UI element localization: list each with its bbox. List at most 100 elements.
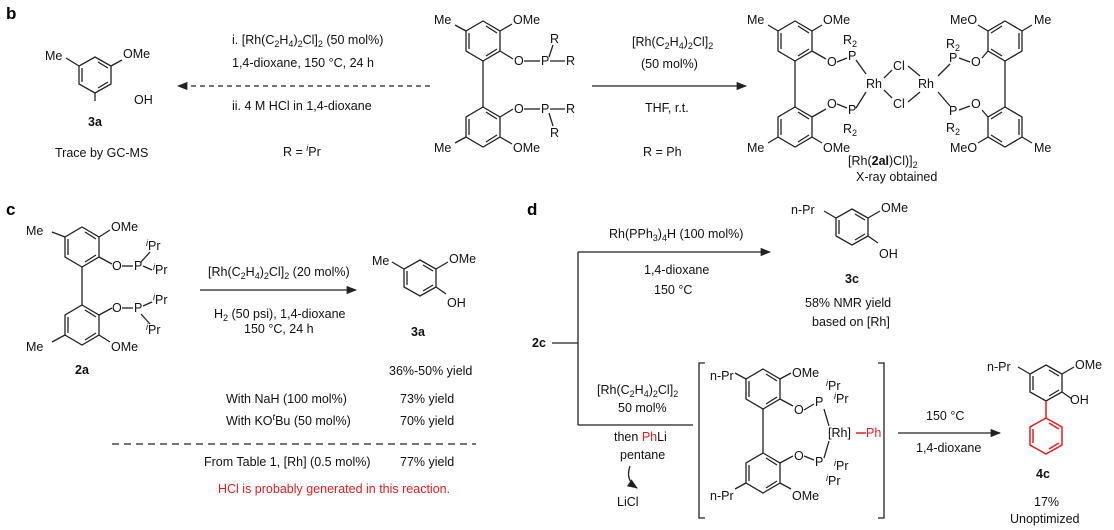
yield-table-value: 77% yield <box>400 455 454 469</box>
methoxy-label: OMe <box>123 47 150 61</box>
oxygen-label: O <box>112 259 122 273</box>
rhodium-label: Rh <box>918 77 934 91</box>
phenyl-label: Ph <box>866 426 881 440</box>
rh-phenyl-intermediate: n-Pr OMe n-Pr OMe O P iPr iPr [Rh] Ph O … <box>710 366 881 503</box>
d-product-4c: n-Pr OMe OH 4c 17% Unoptimized <box>987 358 1102 526</box>
methyl-label: Me <box>1034 13 1051 27</box>
hcl-note: HCl is probably generated in this reacti… <box>218 482 450 496</box>
yield-kotbu-condition: With KOtBu (50 mol%) <box>226 412 351 428</box>
r2-label: R2 <box>843 33 857 49</box>
methyl-label: Me <box>1034 141 1051 155</box>
c-product-3a: Me OMe OH 3a <box>372 252 476 339</box>
d-bottom-reagent-3: then PhLi <box>614 430 667 444</box>
phosphorus-label: P <box>848 49 856 63</box>
methoxy-label: OMe <box>881 201 908 215</box>
right-arrow-conditions-1: [Rh(C2H4)2Cl]2 <box>632 35 713 51</box>
oxygen-label: O <box>827 55 837 69</box>
chloride-label: Cl <box>893 59 905 73</box>
npropyl-label: n-Pr <box>710 369 734 383</box>
rh-dimer-complex: Me OMe Me OMe O O P P R2 R2 Rh Cl Cl Rh … <box>747 13 1051 184</box>
3c-yield: 58% NMR yield <box>805 296 891 310</box>
d-final-conditions-1: 150 °C <box>926 409 964 423</box>
bracket-right <box>878 362 885 519</box>
chloride-label: Cl <box>893 97 905 111</box>
methyl-label: Me <box>747 141 764 155</box>
r-group-label: R <box>550 126 559 140</box>
phosphorus-label: P <box>815 395 823 409</box>
panel-d-label: d <box>527 200 537 219</box>
yield-base: 36%-50% yield <box>389 364 472 378</box>
trace-note: Trace by GC-MS <box>55 146 148 160</box>
npropyl-label: n-Pr <box>987 360 1011 374</box>
phosphorus-label: P <box>815 455 823 469</box>
4c-yield: 17% <box>1034 495 1059 509</box>
methoxy-label: OMe <box>449 252 476 266</box>
oxygen-label: O <box>827 97 837 111</box>
4c-note: Unoptimized <box>1010 512 1080 526</box>
compound-3a-label: 3a <box>88 115 103 129</box>
panel-b-label: b <box>6 4 16 23</box>
rhodium-label: Rh <box>866 77 882 91</box>
compound-3c-label: 3c <box>845 272 859 286</box>
phosphorus-label: P <box>134 259 142 273</box>
left-arrow-conditions-3: ii. 4 M HCl in 1,4-dioxane <box>232 99 372 113</box>
d-top-conditions-2: 1,4-dioxane <box>644 263 709 277</box>
bracket-left <box>698 362 705 519</box>
oxygen-label: O <box>514 54 524 68</box>
ligand-2a: Me OMe Me OMe O P iPr iPr O P iPr iPr 2a <box>26 220 168 377</box>
oxygen-label: O <box>971 55 981 69</box>
d-bottom-reagent-4: pentane <box>620 448 665 462</box>
isopropyl-label: iPr <box>834 458 849 473</box>
isopropyl-label: iPr <box>153 292 168 307</box>
xray-note: X-ray obtained <box>856 170 937 184</box>
compound-4c-label: 4c <box>1036 467 1050 481</box>
left-arrow-conditions-1: i. [Rh(C2H4)2Cl]2 (50 mol%) <box>232 33 383 49</box>
phosphorus-label: P <box>541 54 549 68</box>
hydroxyl-label: OH <box>879 247 898 261</box>
d-final-conditions-2: 1,4-dioxane <box>916 441 981 455</box>
compound-2a-label: 2a <box>75 363 90 377</box>
oxygen-label: O <box>971 97 981 111</box>
d-top-conditions-3: 150 °C <box>654 283 692 297</box>
r-group-label: R <box>550 32 559 46</box>
npropyl-label: n-Pr <box>710 489 734 503</box>
isopropyl-label: iPr <box>826 473 841 488</box>
hydroxyl-label: OH <box>1070 393 1089 407</box>
isopropyl-label: iPr <box>834 391 849 406</box>
hydroxyl-label: OH <box>134 93 153 107</box>
methyl-label: Me <box>434 13 451 27</box>
panel-c-label: c <box>6 200 15 219</box>
yield-table-condition: From Table 1, [Rh] (0.5 mol%) <box>204 455 371 469</box>
c-arrow-conditions-2: H2 (50 psi), 1,4-dioxane <box>214 307 346 323</box>
compound-2c-label: 2c <box>532 336 546 350</box>
phosphorus-label: P <box>848 103 856 117</box>
isopropyl-label: iPr <box>146 322 161 337</box>
r2-label: R2 <box>843 122 857 138</box>
methoxy-label: OMe <box>823 141 850 155</box>
r-definition-ipr: R = iPr <box>283 143 321 159</box>
methyl-label: Me <box>372 254 389 268</box>
left-arrow-conditions-2: 1,4-dioxane, 150 °C, 24 h <box>232 56 374 70</box>
right-arrow-conditions-2: (50 mol%) <box>641 57 698 71</box>
hydroxyl-label: OH <box>447 296 466 310</box>
phosphorus-label: P <box>134 301 142 315</box>
methoxy-label: OMe <box>513 141 540 155</box>
d-product-3c: n-Pr OMe OH 3c 58% NMR yield based on [R… <box>791 201 908 329</box>
d-bottom-reagent-2: 50 mol% <box>618 401 667 415</box>
methoxy-label: OMe <box>792 366 819 380</box>
methoxy-label: OMe <box>792 489 819 503</box>
phosphorus-label: P <box>949 51 957 65</box>
oxygen-label: O <box>514 102 524 116</box>
compound-3a-label: 3a <box>411 325 426 339</box>
methoxy-label: OMe <box>513 13 540 27</box>
c-arrow-conditions-3: 150 °C, 24 h <box>244 322 314 336</box>
panel-b-product-3a: Me OMe OH 3a Trace by GC-MS <box>45 47 153 160</box>
curved-arrow <box>626 465 638 489</box>
panel-b-ligand: Me OMe O P R R O P R R Me OMe <box>434 13 575 155</box>
yield-nah-value: 73% yield <box>400 392 454 406</box>
d-top-conditions-1: Rh(PPh3)4H (100 mol%) <box>609 227 743 243</box>
npropyl-label: n-Pr <box>791 203 815 217</box>
methyl-label: Me <box>747 13 764 27</box>
phosphorus-label: P <box>949 104 957 118</box>
methyl-label: Me <box>45 49 62 63</box>
